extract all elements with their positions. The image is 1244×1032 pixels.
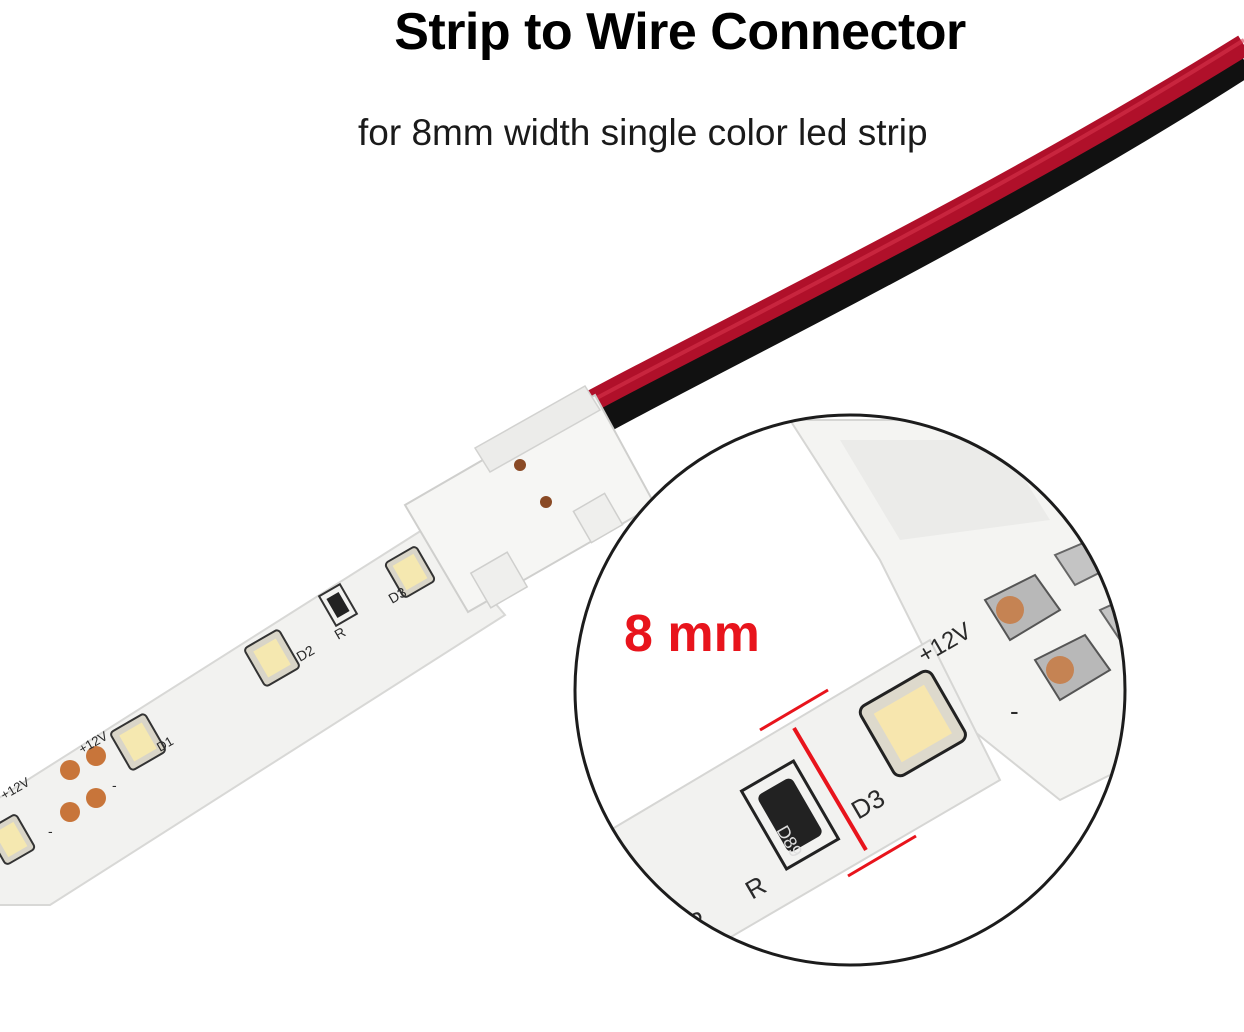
led-d3-zoom [858, 669, 967, 778]
product-title: Strip to Wire Connector [394, 3, 966, 61]
resistor [317, 582, 359, 628]
copper-pad [86, 788, 106, 808]
label-minus: - [48, 823, 53, 839]
label-d3: D3 [386, 584, 410, 607]
product-subtitle: for 8mm width single color led strip [358, 112, 928, 153]
label-minus: - [112, 777, 117, 793]
strip-connector [403, 384, 657, 614]
copper-pad [60, 760, 80, 780]
label-d1: D1 [154, 733, 176, 754]
resistor-zoom [739, 758, 841, 872]
led-d3 [384, 546, 436, 598]
led-strip: D3 R D2 D1 +12V +12V - - [0, 523, 507, 906]
copper-pad [60, 802, 80, 822]
two-wire-cable [542, 35, 1244, 455]
width-dimension-label: 8 mm [624, 605, 760, 663]
magnifier-ring [573, 413, 1127, 967]
label-minus-zoom: - [1010, 696, 1019, 726]
led-d2 [244, 629, 300, 687]
label-d2: D2 [294, 642, 318, 665]
copper-pad [86, 746, 106, 766]
width-dimension-line [759, 688, 917, 878]
led-d1 [110, 713, 166, 771]
